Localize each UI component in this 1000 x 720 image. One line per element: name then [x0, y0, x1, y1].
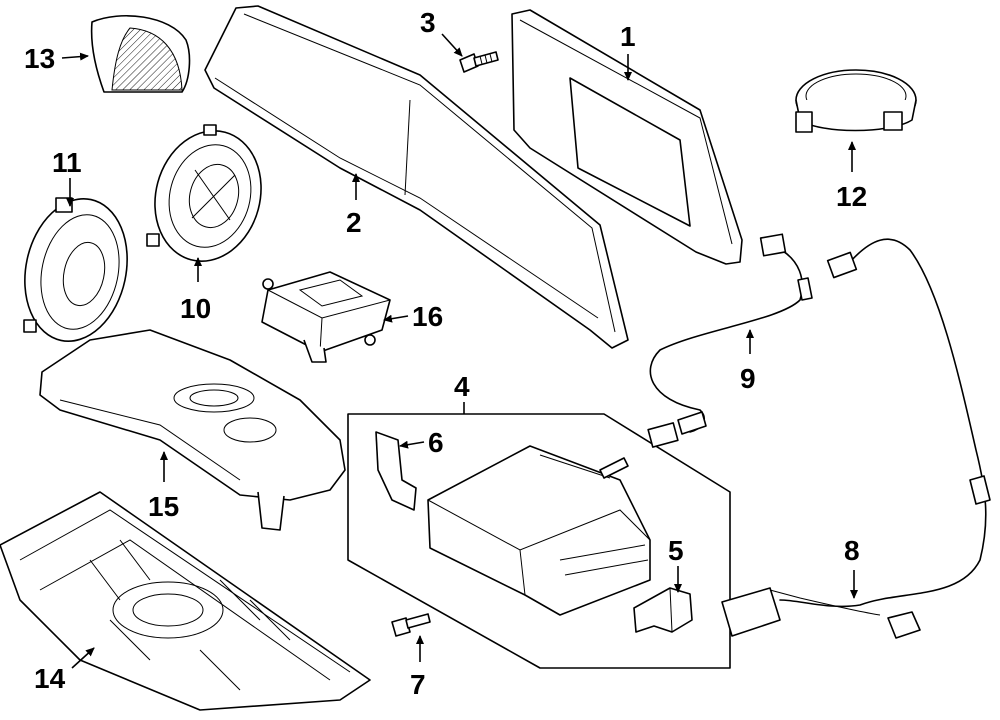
part-8-antenna-cable	[721, 238, 991, 639]
part-4-group-box	[347, 413, 731, 669]
part-13-tweeter-cover	[90, 14, 191, 93]
part-16-module	[261, 271, 391, 363]
callout-labels: 13 1 3 2 11 10 12 16 9 15 4 6 5 7 8 14	[24, 7, 867, 700]
leader-14	[71, 647, 95, 669]
part-12-speaker-round	[795, 69, 917, 133]
callout-10: 10	[180, 293, 211, 324]
callout-11: 11	[52, 147, 82, 178]
part-10-door-speaker	[146, 124, 262, 262]
part-3-screw	[459, 51, 499, 73]
leader-6	[399, 440, 425, 449]
callout-8: 8	[844, 535, 860, 566]
leader-16	[383, 314, 409, 323]
part-7-screw	[391, 613, 431, 637]
leader-3	[441, 33, 463, 57]
callout-3: 3	[420, 7, 436, 38]
part-2-trim-panel	[204, 5, 629, 349]
part-4-radio-unit	[427, 445, 651, 616]
part-1-display-screen	[511, 9, 743, 265]
part-15-subwoofer-enclosure	[39, 329, 346, 531]
callout-1: 1	[620, 21, 636, 52]
callout-9: 9	[740, 363, 756, 394]
callout-16: 16	[412, 301, 443, 332]
callout-2: 2	[346, 207, 362, 238]
callout-4: 4	[454, 371, 470, 402]
callout-15: 15	[148, 491, 179, 522]
callout-13: 13	[24, 43, 55, 74]
leader-13	[61, 52, 89, 61]
part-11-speaker	[23, 197, 128, 342]
part-9-cable	[647, 233, 813, 448]
callout-leaders	[61, 33, 858, 669]
part-5-bracket	[633, 587, 693, 633]
callout-12: 12	[836, 181, 867, 212]
callout-14: 14	[34, 663, 66, 694]
part-6-bracket	[375, 431, 417, 511]
callout-6: 6	[428, 427, 444, 458]
callout-7: 7	[410, 669, 426, 700]
callout-5: 5	[668, 535, 684, 566]
